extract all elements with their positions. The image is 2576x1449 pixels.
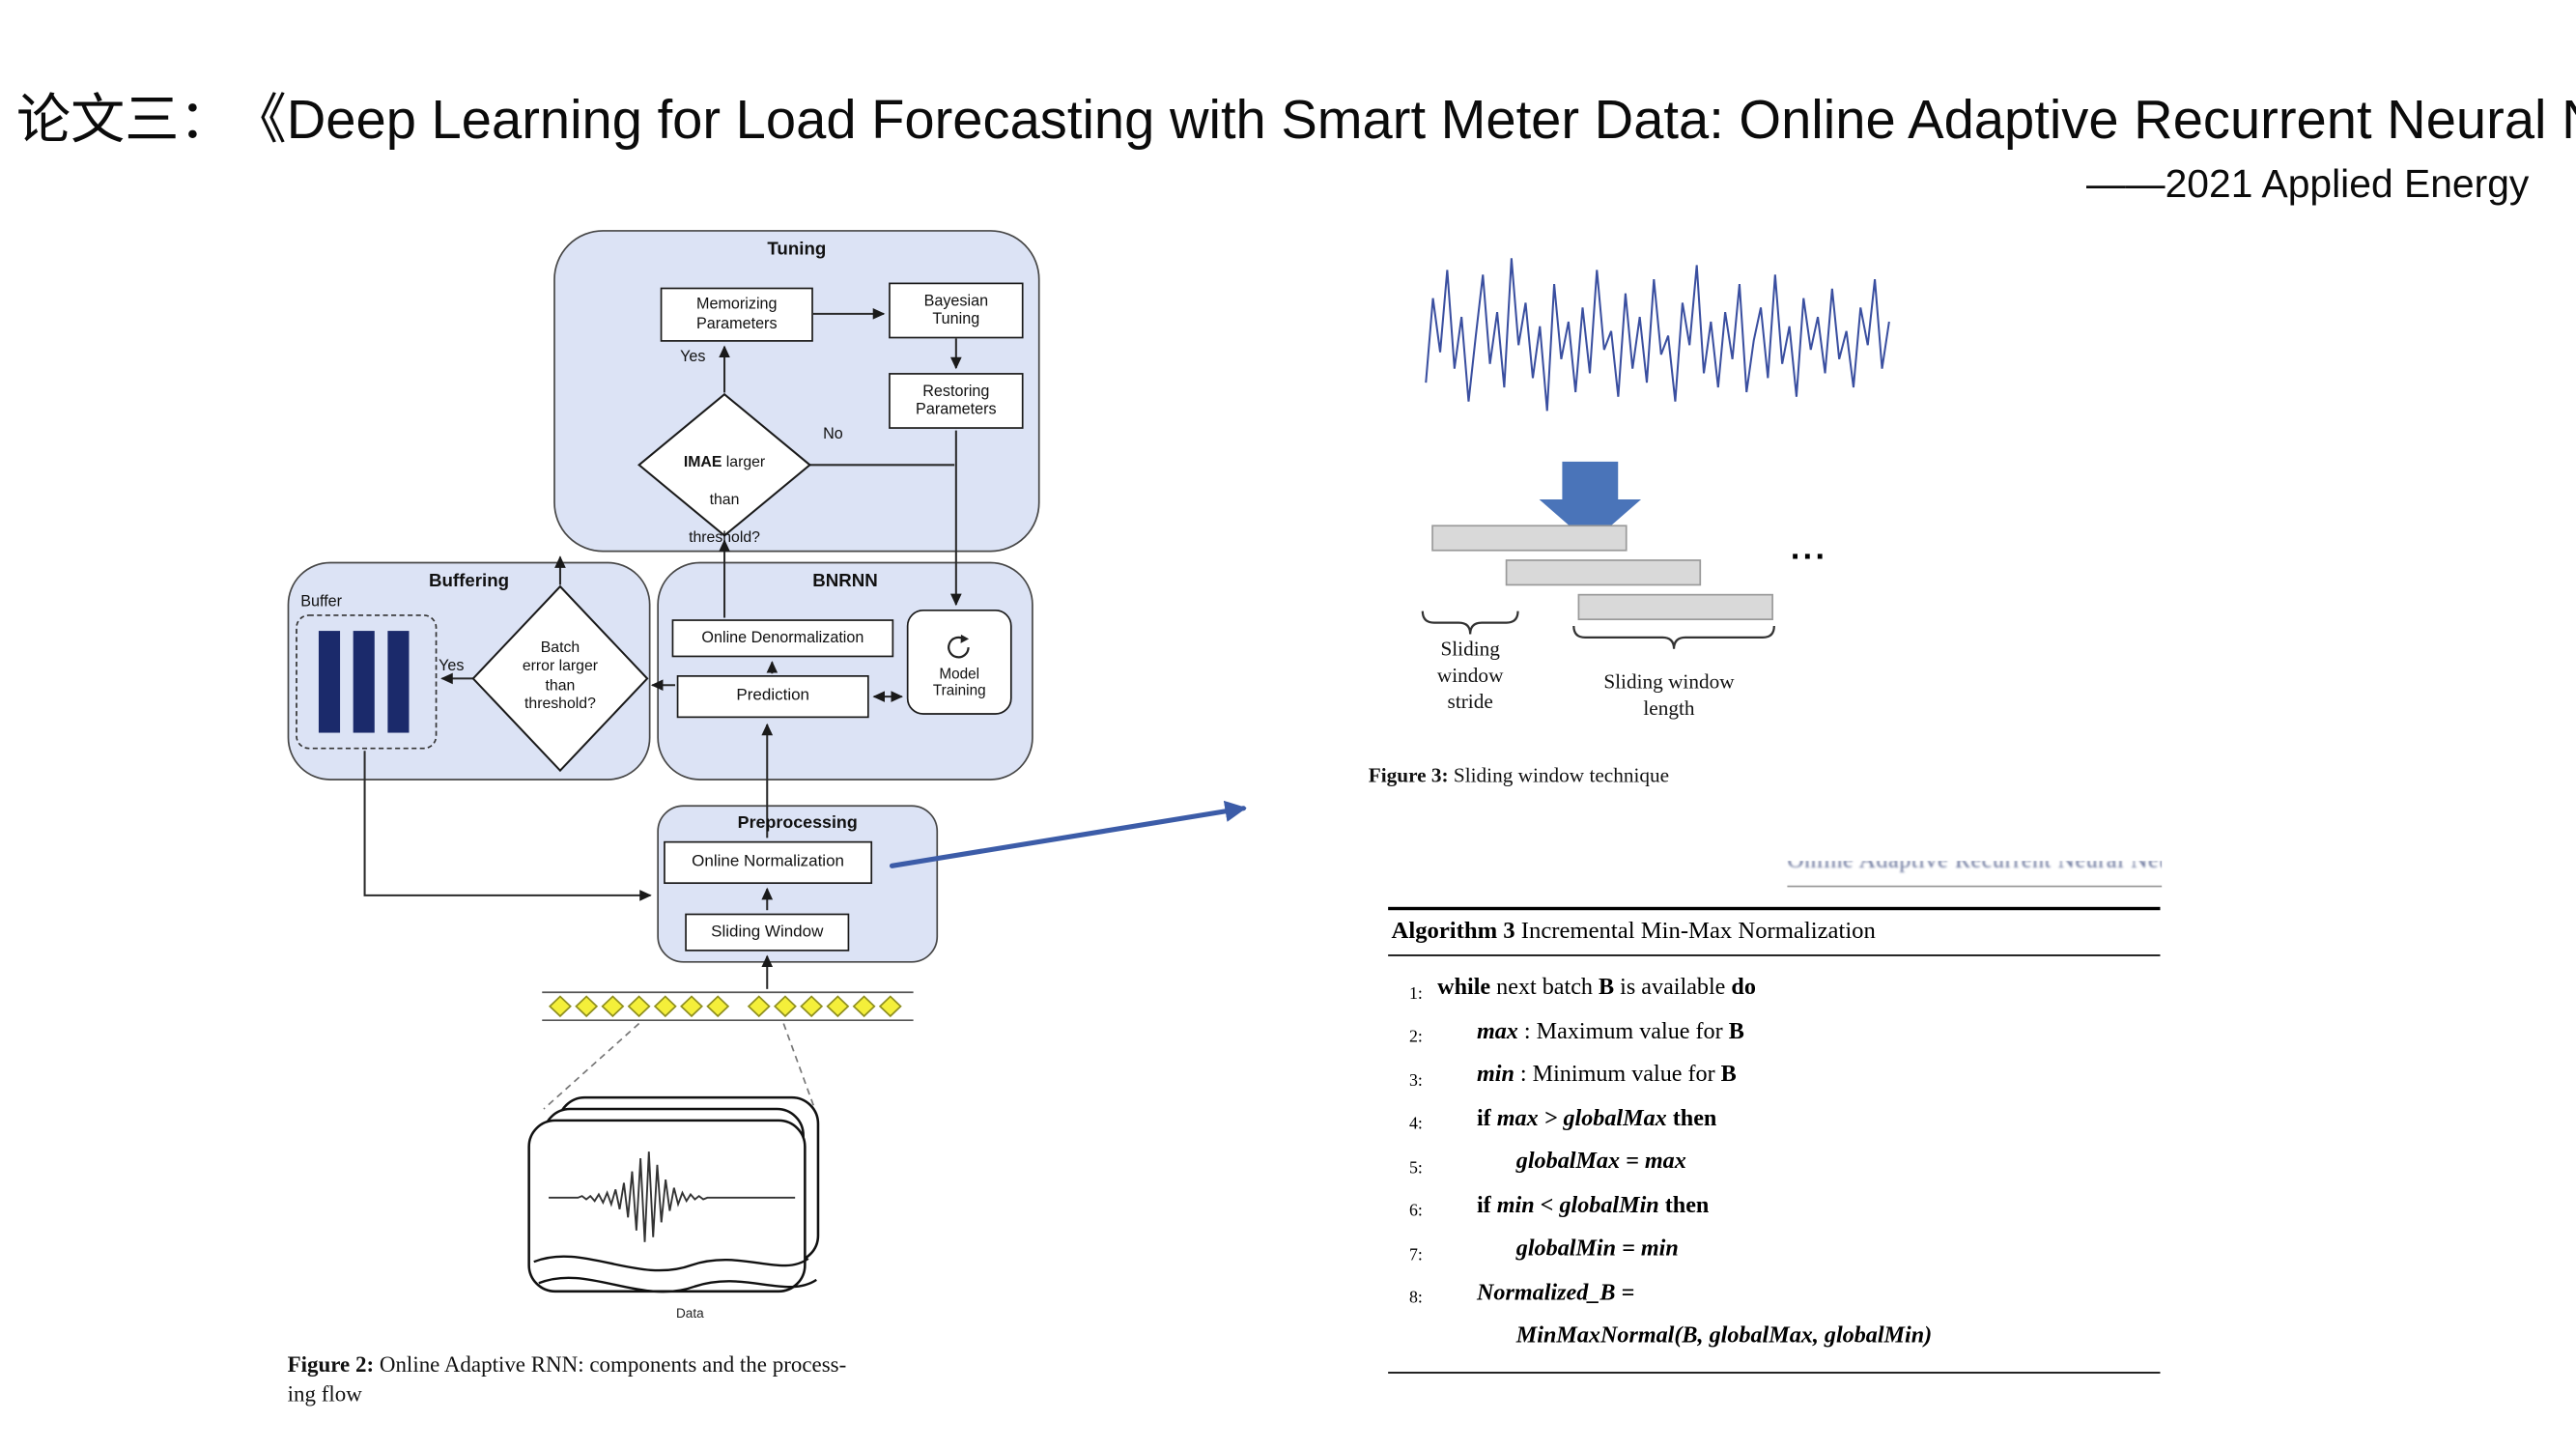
imae-keyword: IMAE	[683, 453, 722, 470]
tuning-no-label: No	[823, 425, 843, 444]
length-label: Sliding window length	[1603, 669, 1735, 720]
page-title: 论文三： 《Deep Learning for Load Forecasting …	[16, 75, 2576, 155]
stream-diamond	[575, 995, 599, 1018]
stream-diamond	[706, 995, 730, 1018]
ellipsis: ...	[1790, 530, 1828, 567]
stream-diamond	[774, 995, 797, 1018]
figure2-caption-text2: ing flow	[287, 1381, 362, 1407]
stream-diamond	[601, 995, 625, 1018]
data-image	[527, 1095, 820, 1293]
cropped-page-header: Online Adaptive Recurrent Neural Netw	[1787, 861, 2163, 888]
page-curl-line	[538, 1276, 817, 1293]
figure2-caption-text: Online Adaptive RNN: components and the …	[374, 1351, 847, 1378]
page-title-main: 《Deep Learning for Load Forecasting with…	[259, 88, 2576, 150]
figure3-caption: Figure 3: Sliding window technique	[1369, 762, 1911, 790]
online-normalization-box: Online Normalization	[664, 840, 873, 885]
imae-line2: than	[709, 491, 740, 508]
buffer-bar	[387, 631, 410, 733]
buffering-yes-label: Yes	[439, 657, 465, 676]
preprocessing-title: Preprocessing	[737, 812, 858, 834]
prediction-box: Prediction	[676, 675, 869, 719]
imae-diamond-label: IMAE larger than threshold?	[650, 436, 798, 548]
down-arrow	[1539, 461, 1642, 544]
buffer-bar	[353, 631, 375, 733]
algorithm-lines: 1:while next batch B is available do 2:ma…	[1388, 956, 2161, 1374]
sliding-window-rect-3	[1577, 593, 1773, 621]
algorithm-line: 6:if min < globalMin then	[1408, 1191, 1710, 1221]
algorithm-line: 5:globalMax = max	[1408, 1148, 1686, 1178]
algorithm-line: 8:Normalized_B =	[1408, 1279, 1635, 1308]
figure2-caption: Figure 2: Online Adaptive RNN: component…	[288, 1350, 1043, 1410]
stream-diamond	[680, 995, 703, 1018]
data-stream	[542, 991, 914, 1022]
length-brace	[1572, 625, 1775, 649]
algorithm-line: 2:max : Maximum value for B	[1408, 1017, 1744, 1047]
loop-icon	[948, 634, 970, 658]
algorithm-box: Algorithm 3 Incremental Min-Max Normaliz…	[1388, 906, 2161, 1374]
figure3-caption-label: Figure 3:	[1368, 763, 1449, 787]
algorithm-line: 1:while next batch B is available do	[1408, 974, 1756, 1004]
cropped-page-header-text: Online Adaptive Recurrent Neural Netw	[1787, 861, 2163, 874]
algorithm-title-label: Algorithm 3	[1391, 918, 1515, 945]
algorithm-line: 3:min : Minimum value for B	[1408, 1061, 1737, 1091]
stream-diamond	[852, 995, 876, 1018]
stream-diamonds	[549, 995, 902, 1018]
algorithm-line: 7:globalMin = min	[1408, 1235, 1679, 1264]
paper-source: ——2021 Applied Energy	[2085, 162, 2530, 208]
page-title-prefix: 论文三：	[16, 88, 234, 150]
imae-rest: larger	[722, 453, 766, 470]
buffer-dashed-box	[296, 614, 438, 750]
algorithm-title: Algorithm 3 Incremental Min-Max Normaliz…	[1388, 910, 2161, 956]
imae-line3: threshold?	[689, 528, 760, 546]
batch-error-diamond-label: Batch error larger than threshold?	[522, 639, 599, 712]
tuning-yes-label: Yes	[680, 348, 706, 367]
online-denormalization-box: Online Denormalization	[671, 619, 894, 658]
memorizing-parameters-box: Memorizing Parameters	[660, 287, 813, 342]
buffer-label: Buffer	[300, 592, 343, 611]
stream-diamond	[549, 995, 572, 1018]
sliding-window-rect-2	[1505, 559, 1702, 586]
projection-lines	[543, 1022, 816, 1110]
stream-diamond	[800, 995, 824, 1018]
restoring-parameters-box: Restoring Parameters	[889, 373, 1024, 429]
figure3-caption-text: Sliding window technique	[1448, 763, 1670, 787]
stream-diamond	[878, 995, 902, 1018]
buffer-bar	[318, 631, 341, 733]
page-curl-line	[533, 1255, 809, 1272]
stream-diamond	[627, 995, 651, 1018]
stride-label: Sliding window stride	[1436, 637, 1504, 714]
stride-brace	[1421, 611, 1519, 635]
figure3-plot	[1421, 258, 1890, 649]
figure2-caption-label: Figure 2:	[287, 1351, 375, 1378]
sliding-window-rect-1	[1431, 525, 1628, 552]
algorithm-title-text: Incremental Min-Max Normalization	[1514, 918, 1876, 945]
data-label: Data	[675, 1306, 704, 1321]
model-training-box: Model Training	[906, 609, 1012, 715]
buffering-title: Buffering	[428, 571, 510, 592]
stream-diamond	[653, 995, 677, 1018]
bnrnn-title: BNRNN	[812, 571, 878, 592]
model-training-label: Model Training	[932, 665, 986, 698]
stream-diamond	[747, 995, 771, 1018]
signal-waveform	[549, 1151, 796, 1242]
algorithm-line: 4:if max > globalMax then	[1408, 1104, 1717, 1134]
annotation-arrow	[889, 800, 1247, 868]
algorithm-line: MinMaxNormal(B, globalMax, globalMin)	[1515, 1322, 1933, 1350]
tuning-title: Tuning	[767, 240, 827, 260]
load-series-line	[1425, 258, 1890, 412]
bayesian-tuning-box: Bayesian Tuning	[889, 282, 1024, 339]
stream-diamond	[826, 995, 850, 1018]
sliding-window-box: Sliding Window	[685, 913, 850, 952]
